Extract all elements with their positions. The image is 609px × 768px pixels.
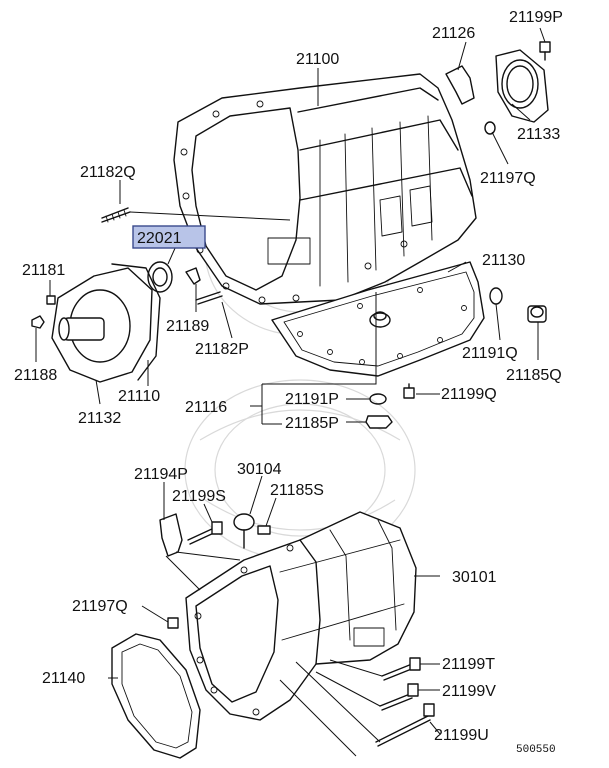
bolt-21199Q[interactable] xyxy=(403,383,415,399)
plug-21185P[interactable] xyxy=(365,415,393,429)
diagram-code: 500550 xyxy=(516,744,556,756)
label-22021: 22021 xyxy=(137,230,182,247)
label-21116: 21116 xyxy=(185,399,227,416)
label-21185Q: 21185Q xyxy=(506,367,562,384)
label-30101: 30101 xyxy=(452,569,497,586)
plug-21185Q[interactable] xyxy=(527,305,547,323)
label-21185P: 21185P xyxy=(285,415,339,432)
leader-lines xyxy=(35,27,546,757)
oil-pan[interactable] xyxy=(271,261,485,377)
plug-21197Q-lower[interactable] xyxy=(167,617,179,629)
extension-housing[interactable] xyxy=(185,511,417,721)
label-21197Q-top: 21197Q xyxy=(480,170,536,187)
label-21191P: 21191P xyxy=(285,391,339,408)
label-21199Q: 21199Q xyxy=(441,386,497,403)
label-21199S: 21199S xyxy=(172,488,226,505)
label-21126: 21126 xyxy=(432,25,475,42)
bolt-21199V[interactable] xyxy=(379,683,419,711)
label-21132: 21132 xyxy=(78,410,121,427)
bolt-21199T[interactable] xyxy=(381,657,421,681)
label-21182P: 21182P xyxy=(195,341,249,358)
gasket-21140[interactable] xyxy=(111,633,201,759)
plug-21197Q[interactable] xyxy=(484,121,496,135)
label-21140: 21140 xyxy=(42,670,85,687)
label-21189: 21189 xyxy=(166,318,209,335)
label-21188: 21188 xyxy=(14,367,57,384)
label-21130: 21130 xyxy=(482,252,525,269)
bolt-21181[interactable] xyxy=(46,295,56,305)
highlight-22021 xyxy=(132,225,206,249)
front-bearing-retainer[interactable] xyxy=(51,263,161,383)
label-21199P-top: 21199P xyxy=(509,9,563,26)
label-21133: 21133 xyxy=(517,126,560,143)
label-21181: 21181 xyxy=(22,262,65,279)
label-21194P: 21194P xyxy=(134,466,188,483)
plug-21185S[interactable] xyxy=(257,525,271,535)
washer-21191P[interactable] xyxy=(369,393,387,405)
bolt-21199P[interactable] xyxy=(539,41,551,61)
stud-21182P[interactable] xyxy=(195,291,223,305)
label-21100: 21100 xyxy=(296,51,339,68)
rear-gasket[interactable] xyxy=(495,49,549,123)
bracket-21194P[interactable] xyxy=(159,513,183,557)
breather-30104[interactable] xyxy=(233,513,255,549)
label-30104: 30104 xyxy=(237,461,282,478)
part-labels: 21199P 21126 21100 21133 21182Q 21197Q 2… xyxy=(14,9,563,756)
label-21110: 21110 xyxy=(118,388,160,405)
nut-21188[interactable] xyxy=(31,315,45,329)
oil-seal-22021[interactable] xyxy=(147,261,173,293)
stud-21182Q[interactable] xyxy=(101,207,131,223)
pin-21189[interactable] xyxy=(185,267,201,285)
washer-21191Q[interactable] xyxy=(489,287,503,305)
label-21199V: 21199V xyxy=(442,683,496,700)
label-21199U: 21199U xyxy=(434,727,489,744)
label-21197Q-bottom: 21197Q xyxy=(72,598,128,615)
transmission-case[interactable] xyxy=(173,73,477,305)
label-21182Q: 21182Q xyxy=(80,164,136,181)
bolt-21199U[interactable] xyxy=(375,703,435,747)
label-21199T: 21199T xyxy=(442,656,495,673)
label-21191Q: 21191Q xyxy=(462,345,518,362)
label-21185S: 21185S xyxy=(270,482,324,499)
bolt-21199S[interactable] xyxy=(187,521,223,545)
bracket-part[interactable] xyxy=(445,65,475,105)
